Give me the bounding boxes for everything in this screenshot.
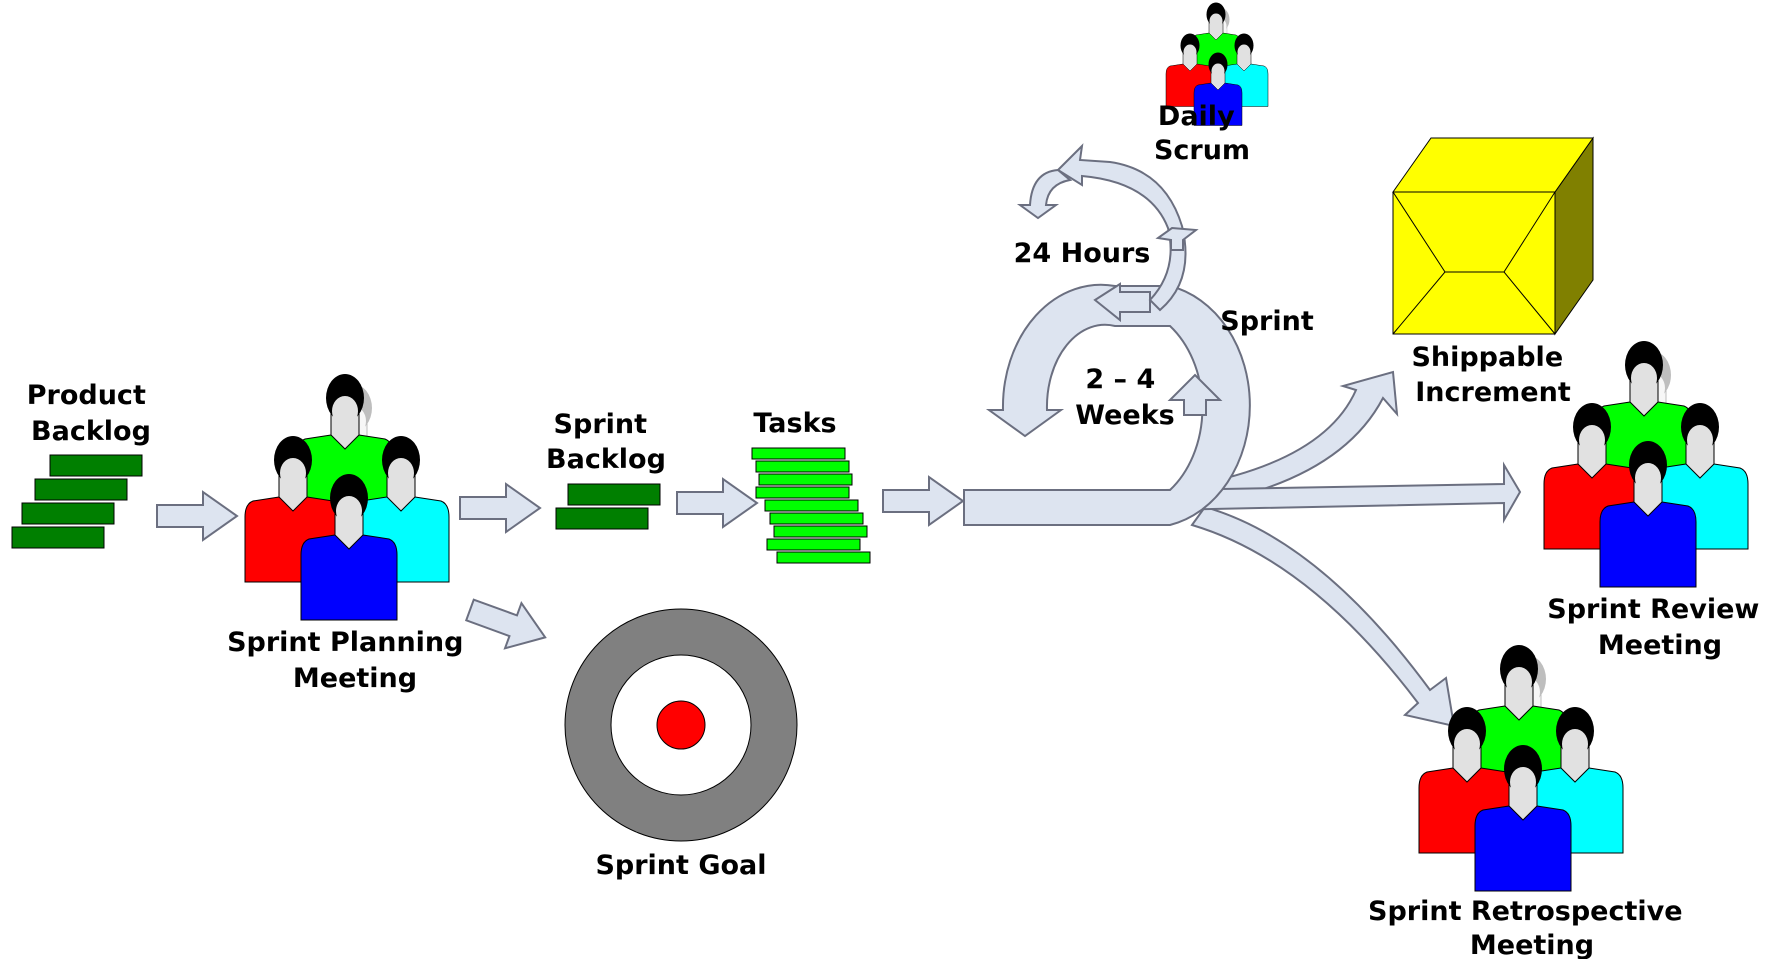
sprint-backlog-label-line-2: Backlog: [546, 444, 666, 475]
arrow-sprint-backlog-to-tasks: [676, 478, 758, 528]
daily-scrum-label: Daily Scrum: [1154, 101, 1250, 166]
weeks-label-line-1: 2 – 4: [1085, 364, 1155, 395]
sprint-planning-label-line-2: Meeting: [293, 663, 417, 694]
product-backlog-label-line-2: Backlog: [31, 416, 151, 447]
hours-label: 24 Hours: [1014, 238, 1151, 269]
tasks-stack: [751, 447, 871, 564]
sprint-goal-target-icon: [564, 608, 798, 842]
weeks-label: 2 – 4 Weeks: [1075, 364, 1174, 431]
shippable-increment-cube-icon: [1392, 136, 1594, 336]
sprint-review-team-icon: [1544, 341, 1748, 587]
sprint-retrospective-label: Sprint Retrospective Meeting: [1368, 896, 1692, 959]
shippable-increment-label: Shippable Increment: [1411, 342, 1572, 408]
product-backlog-stack: [11, 454, 143, 549]
arrow-tasks-to-sprint: [882, 476, 964, 526]
sprint-backlog-label: Sprint Backlog: [546, 409, 666, 475]
daily-scrum-label-line-1: Daily: [1158, 101, 1235, 132]
sprint-review-label-line-1: Sprint Review: [1547, 594, 1759, 625]
sprint-backlog-stack: [555, 483, 661, 530]
sprint-backlog-label-line-1: Sprint: [554, 409, 648, 440]
sprint-review-label-line-2: Meeting: [1598, 630, 1722, 661]
sprint-goal-label: Sprint Goal: [595, 850, 766, 881]
sprint-retrospective-label-line-1: Sprint Retrospective: [1368, 896, 1683, 927]
sprint-flow: [963, 143, 1522, 728]
tasks-label: Tasks: [753, 408, 836, 439]
sprint-retrospective-label-line-2: Meeting: [1470, 930, 1594, 959]
sprint-planning-label-line-1: Sprint Planning: [227, 627, 463, 658]
shippable-label-line-2: Increment: [1415, 377, 1571, 408]
arrow-planning-to-goal: [460, 586, 555, 661]
sprint-planning-label: Sprint Planning Meeting: [227, 627, 473, 694]
sprint-planning-team-icon: [245, 374, 449, 620]
shippable-label-line-1: Shippable: [1411, 342, 1563, 373]
product-backlog-label: Product Backlog: [27, 380, 156, 447]
sprint-label: Sprint: [1220, 306, 1314, 337]
arrow-planning-to-sprint-backlog: [459, 483, 541, 533]
product-backlog-label-line-1: Product: [27, 380, 146, 411]
sprint-review-label: Sprint Review Meeting: [1547, 594, 1769, 661]
weeks-label-line-2: Weeks: [1075, 400, 1174, 431]
daily-scrum-label-line-2: Scrum: [1154, 135, 1250, 166]
arrow-backlog-to-planning: [156, 491, 238, 541]
sprint-retrospective-team-icon: [1419, 645, 1623, 891]
